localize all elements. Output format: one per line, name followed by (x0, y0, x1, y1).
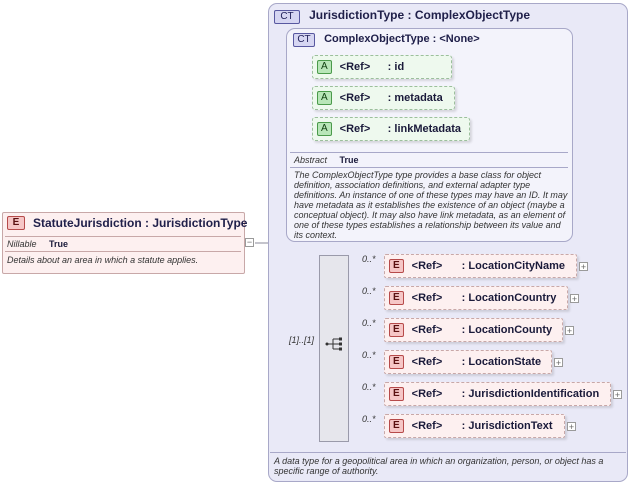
element-name: : LocationCounty (461, 324, 553, 336)
element-ref: <Ref> (411, 388, 443, 400)
element-jurisdiction-text[interactable]: E <Ref> : JurisdictionText (384, 414, 565, 438)
element-ref: <Ref> (411, 420, 443, 432)
element-location-city-name[interactable]: E <Ref> : LocationCityName (384, 254, 577, 278)
element-icon: E (7, 216, 25, 230)
element-icon: E (389, 323, 404, 337)
abstract-row: Abstract True (294, 155, 359, 165)
nillable-label: Nillable (7, 239, 37, 249)
root-element-header: E StatuteJurisdiction : JurisdictionType (7, 216, 247, 230)
element-jurisdiction-identification[interactable]: E <Ref> : JurisdictionIdentification (384, 382, 611, 406)
element-icon: E (389, 355, 404, 369)
element-ref: <Ref> (411, 292, 443, 304)
attribute-link-metadata[interactable]: A <Ref> : linkMetadata (312, 117, 470, 141)
element-ref: <Ref> (411, 260, 443, 272)
nillable-value: True (49, 239, 69, 249)
abstract-label: Abstract (294, 155, 328, 165)
attribute-icon: A (317, 60, 332, 74)
element-name: : JurisdictionText (461, 420, 553, 432)
expand-icon[interactable]: + (579, 262, 588, 272)
attribute-ref: <Ref> (339, 61, 371, 73)
element-icon: E (389, 387, 404, 401)
inner-ct-description: The ComplexObjectType type provides a ba… (294, 170, 568, 240)
element-occurrence: 0..* (362, 414, 376, 424)
sequence-icon (325, 337, 342, 351)
outer-ct-description: A data type for a geopolitical area in w… (274, 456, 604, 476)
root-element-description: Details about an area in which a statute… (7, 255, 199, 265)
element-occurrence: 0..* (362, 254, 376, 264)
element-name: : JurisdictionIdentification (461, 388, 600, 400)
inner-separator-2 (290, 167, 568, 168)
element-icon: E (389, 419, 404, 433)
element-location-state[interactable]: E <Ref> : LocationState (384, 350, 552, 374)
complex-type-icon: CT (293, 33, 315, 47)
attribute-ref: <Ref> (339, 123, 371, 135)
inner-separator (290, 152, 568, 153)
outer-ct-header: CT JurisdictionType : ComplexObjectType (274, 8, 530, 24)
attribute-name: : linkMetadata (387, 123, 462, 135)
element-icon: E (389, 259, 404, 273)
attribute-id[interactable]: A <Ref> : id (312, 55, 452, 79)
collapse-icon[interactable]: − (245, 237, 254, 247)
root-element-title: StatuteJurisdiction : JurisdictionType (33, 216, 248, 230)
expand-icon[interactable]: + (613, 390, 622, 400)
expand-icon[interactable]: + (570, 294, 579, 304)
sequence-occurrence: [1]..[1] (289, 335, 315, 345)
outer-separator (270, 452, 626, 453)
expand-icon[interactable]: + (567, 422, 576, 432)
expand-icon[interactable]: + (565, 326, 574, 336)
element-name: : LocationCityName (461, 260, 565, 272)
element-ref: <Ref> (411, 356, 443, 368)
element-ref: <Ref> (411, 324, 443, 336)
element-icon: E (389, 291, 404, 305)
complex-type-icon: CT (274, 10, 300, 24)
attribute-name: : metadata (387, 92, 443, 104)
expand-icon[interactable]: + (554, 358, 563, 368)
attribute-name: : id (387, 61, 405, 73)
element-occurrence: 0..* (362, 318, 376, 328)
nillable-row: Nillable True (7, 239, 68, 249)
attribute-ref: <Ref> (339, 92, 371, 104)
inner-ct-title: ComplexObjectType : <None> (324, 33, 480, 45)
root-separator-2 (5, 251, 241, 252)
element-occurrence: 0..* (362, 286, 376, 296)
outer-ct-title: JurisdictionType : ComplexObjectType (309, 8, 530, 22)
element-occurrence: 0..* (362, 382, 376, 392)
element-occurrence: 0..* (362, 350, 376, 360)
element-name: : LocationCountry (461, 292, 557, 304)
element-name: : LocationState (461, 356, 542, 368)
attribute-metadata[interactable]: A <Ref> : metadata (312, 86, 455, 110)
attribute-icon: A (317, 91, 332, 105)
root-element-statute-jurisdiction[interactable] (2, 212, 245, 274)
attribute-icon: A (317, 122, 332, 136)
root-separator (5, 236, 241, 237)
abstract-value: True (339, 155, 359, 165)
inner-ct-header: CT ComplexObjectType : <None> (293, 33, 480, 47)
element-location-county[interactable]: E <Ref> : LocationCounty (384, 318, 563, 342)
element-location-country[interactable]: E <Ref> : LocationCountry (384, 286, 568, 310)
